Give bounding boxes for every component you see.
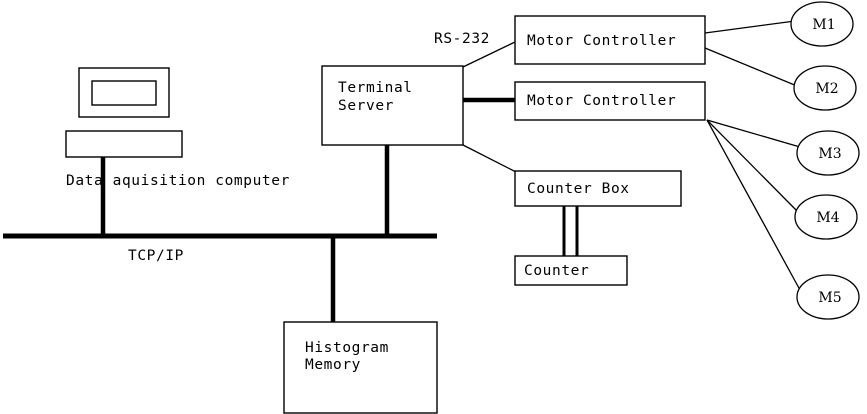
motor-controller-2-to-m3-line <box>706 119 801 148</box>
rs232-link-line <box>462 41 516 68</box>
motor-controller-2-to-m5-line <box>706 119 801 291</box>
computer-chassis <box>65 130 183 158</box>
motor-controller-1-to-m2-line <box>704 47 798 87</box>
counter[interactable]: Counter <box>514 255 628 286</box>
motor-m3-ellipse <box>796 130 860 176</box>
terminal-server-label-line2: Server <box>338 98 394 114</box>
tcpip-bus-label: TCP/IP <box>128 248 184 264</box>
motor-m4-ellipse <box>794 194 858 240</box>
counter-box[interactable]: Counter Box <box>514 170 682 207</box>
motor-controller-2-to-m4-line <box>706 119 799 213</box>
motor-m5[interactable]: M5 <box>796 274 860 320</box>
counter-box-label: Counter Box <box>527 181 630 197</box>
motor-m3[interactable]: M3 <box>796 130 860 176</box>
histogram-memory-label-line2: Memory <box>305 357 361 373</box>
motor-controller-2[interactable]: Motor Controller <box>514 81 706 121</box>
motor-controller-2-label: Motor Controller <box>527 93 676 109</box>
terminal-server[interactable]: Terminal Server <box>321 65 464 236</box>
histogram-memory[interactable]: Histogram Memory <box>283 321 438 414</box>
motor-m5-ellipse <box>796 274 860 320</box>
rs232-label: RS-232 <box>434 31 490 47</box>
histogram-memory-label-line1: Histogram <box>305 340 389 356</box>
motor-controller-1-label: Motor Controller <box>527 33 676 49</box>
terminal-server-to-counter-box-line <box>462 144 517 173</box>
data-acquisition-computer[interactable] <box>65 67 183 236</box>
terminal-server-label-line1: Terminal <box>338 80 413 96</box>
counter-box-rect <box>514 170 682 207</box>
motor-m1-ellipse <box>790 1 854 47</box>
motor-controller-2-box <box>514 81 706 121</box>
monitor-screen <box>91 80 157 106</box>
motor-m5-label: M5 <box>818 290 841 306</box>
motor-m1-label: M1 <box>812 17 835 33</box>
motor-m2-label: M2 <box>815 81 838 97</box>
data-acquisition-computer-label: Data aquisition computer <box>66 173 290 189</box>
motor-m1[interactable]: M1 <box>790 1 854 47</box>
histogram-memory-box <box>283 321 438 414</box>
motor-m4[interactable]: M4 <box>794 194 858 240</box>
counter-label: Counter <box>524 263 589 279</box>
motor-controller-1[interactable]: Motor Controller <box>514 15 706 65</box>
motor-m3-label: M3 <box>818 146 841 162</box>
motor-controller-1-to-m1-line <box>704 20 796 34</box>
motor-m2[interactable]: M2 <box>793 65 857 111</box>
terminal-server-box <box>321 65 464 146</box>
motor-m2-ellipse <box>793 65 857 111</box>
motor-controller-1-box <box>514 15 706 65</box>
motor-m4-label: M4 <box>816 210 839 226</box>
counter-rect <box>514 255 628 286</box>
